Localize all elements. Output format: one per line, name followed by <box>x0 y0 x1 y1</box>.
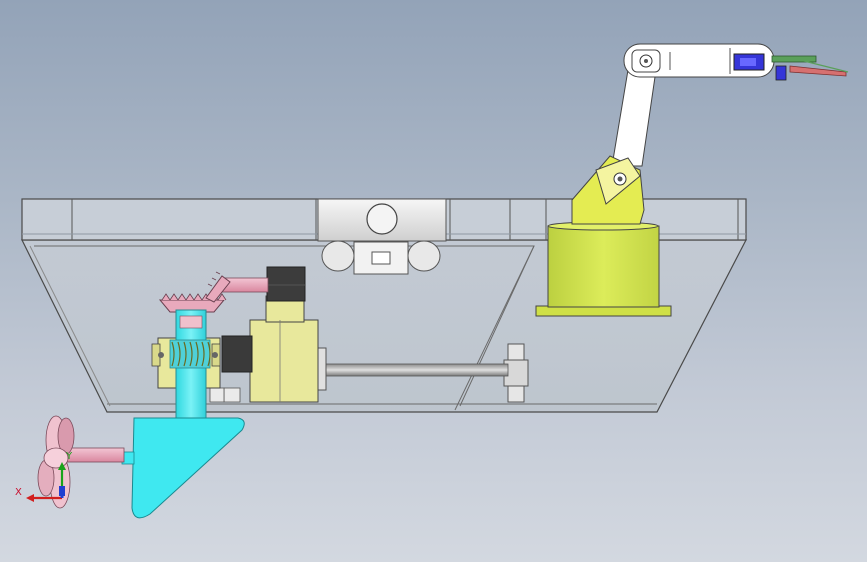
y-axis-label: Y <box>66 451 73 462</box>
arm-base-cylinder <box>535 221 672 317</box>
worm-spring <box>169 339 211 369</box>
pulley-housing <box>317 198 447 275</box>
rudder-fin <box>131 417 245 519</box>
lead-screw <box>315 343 529 403</box>
steering-motor <box>221 266 306 302</box>
x-axis-label: X <box>15 487 22 498</box>
propeller-shaft <box>61 447 135 465</box>
robot-arm <box>571 43 849 225</box>
xyz-triad-icon <box>26 462 66 502</box>
bevel-gear <box>158 271 231 313</box>
vertical-shaft <box>169 309 211 421</box>
